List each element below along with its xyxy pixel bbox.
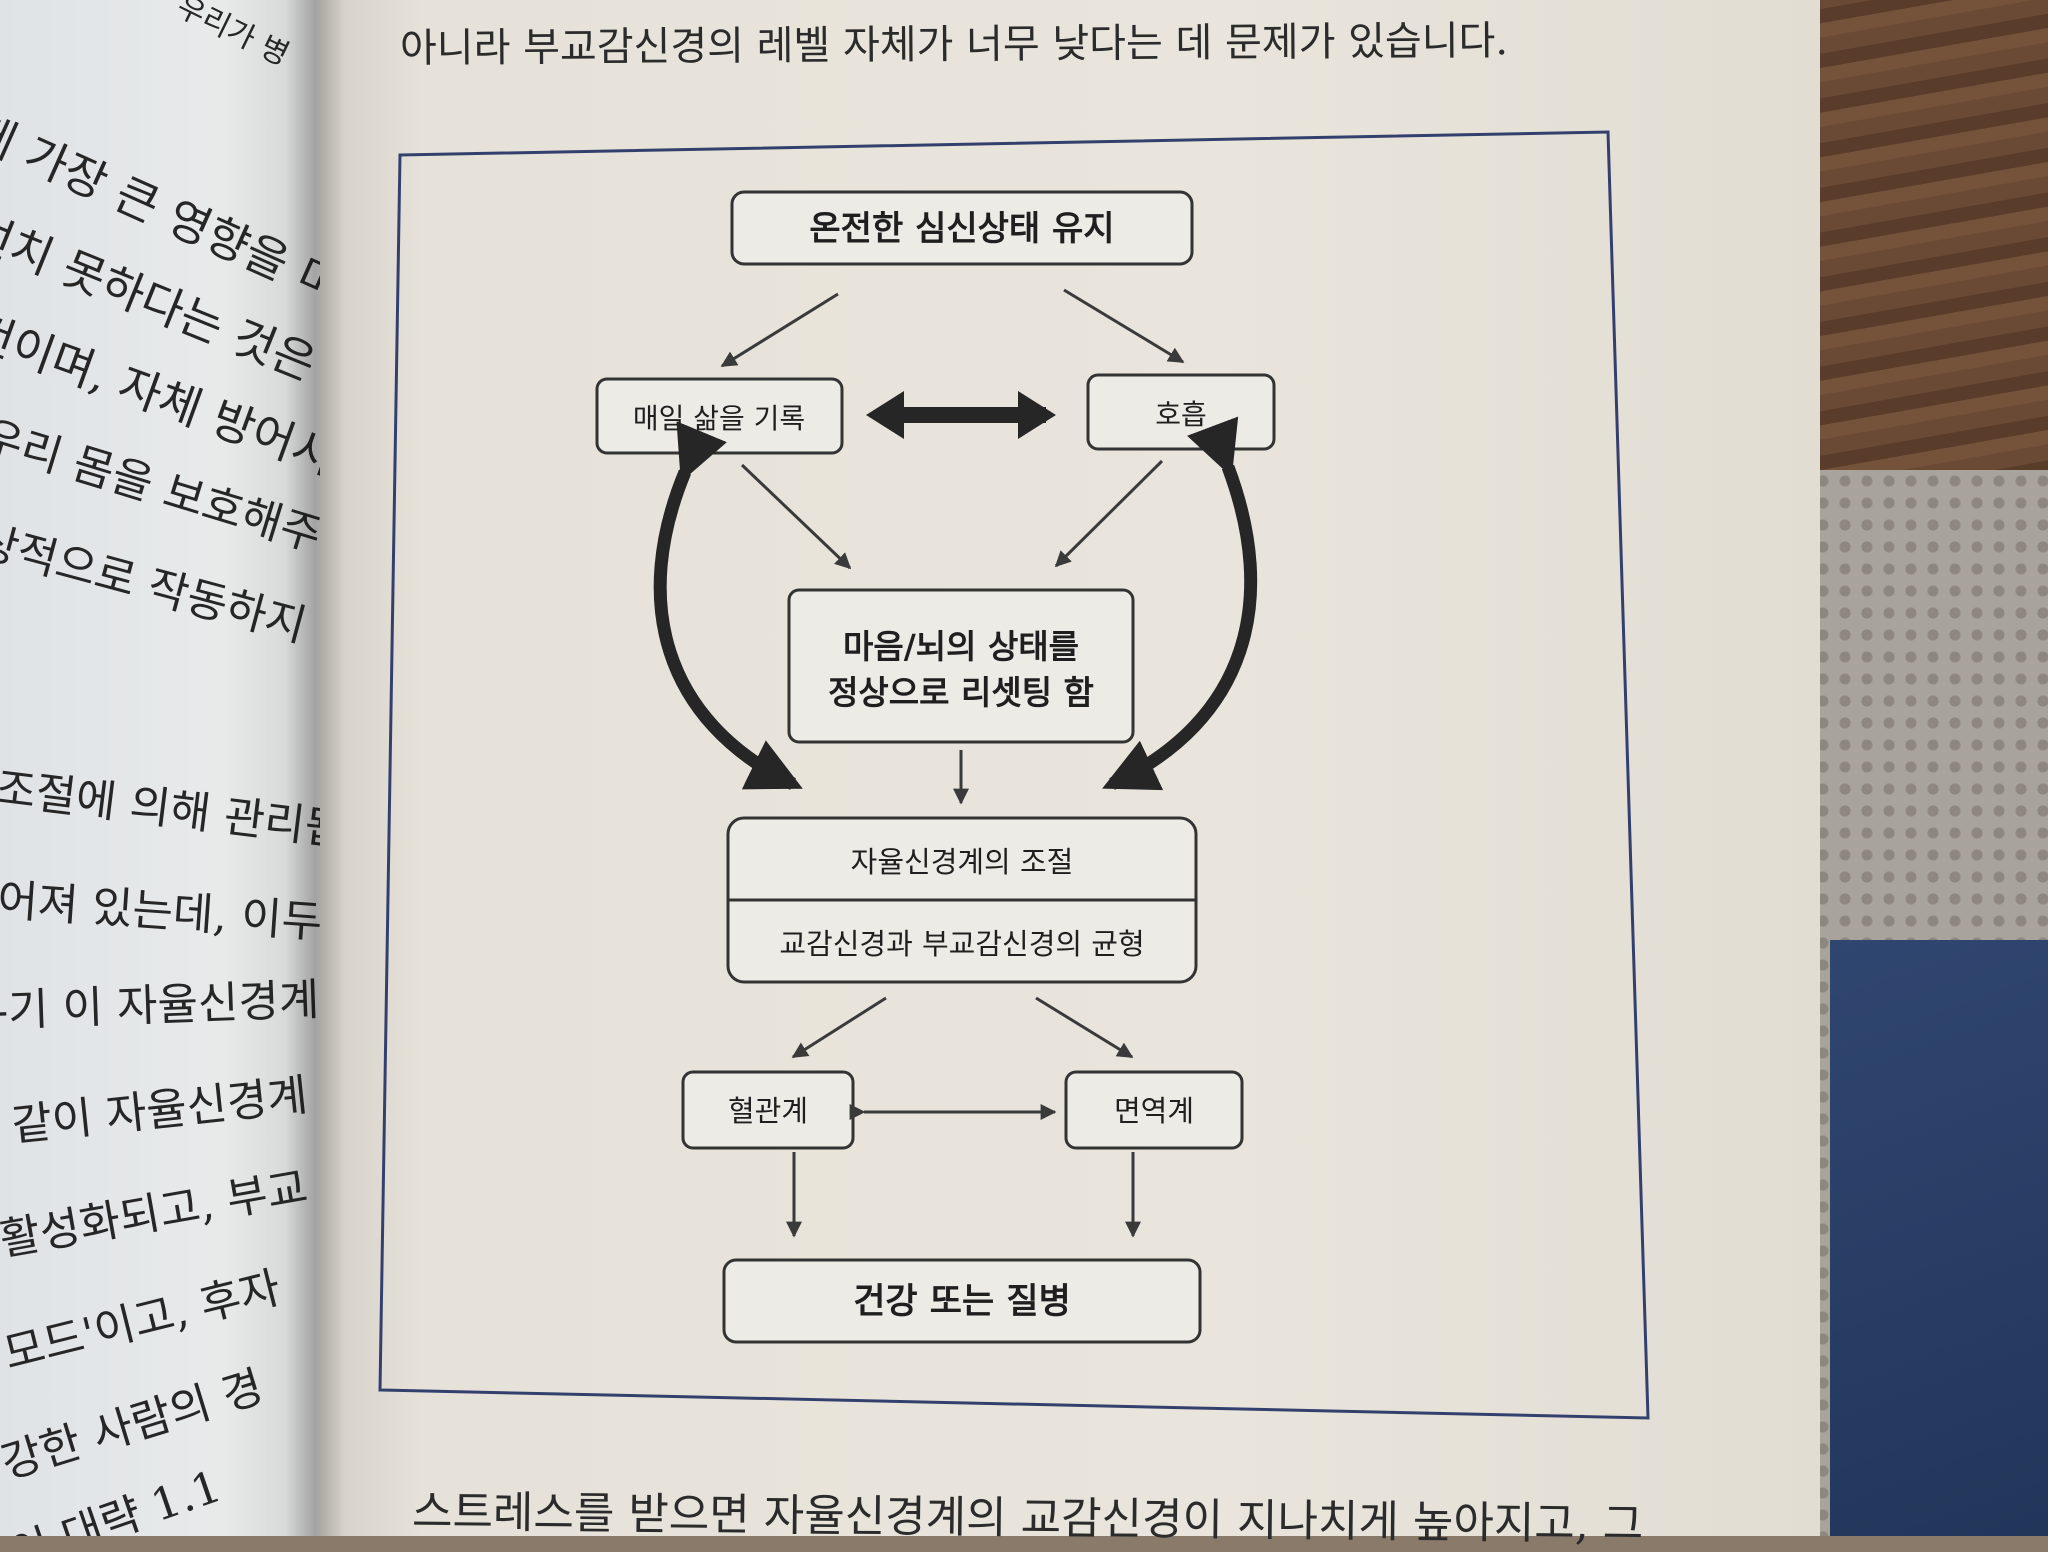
left-box: 매일 삶을 기록 xyxy=(595,377,844,455)
center-box: 마음/뇌의 상태를 정상으로 리셋팅 함 xyxy=(787,588,1135,744)
ans-box-top-label: 자율신경계의 조절 xyxy=(851,845,1074,879)
immune-box-label: 면역계 xyxy=(1114,1094,1194,1128)
bottom-box-label: 건강 또는 질병 xyxy=(853,1282,1071,1322)
page-bottom-text: 스트레스를 받으면 자율신경계의 교감신경이 지나치게 높아지고, 그 xyxy=(411,1486,1644,1551)
left-page-line: 우리가 병 xyxy=(171,0,295,74)
ans-box-bottom-label: 교감신경과 부교감신경의 균형 xyxy=(779,927,1144,961)
curved-arrow-left xyxy=(653,421,803,790)
right-box: 호흡 xyxy=(1086,373,1276,451)
left-page-line: -기 이 자율신경계 xyxy=(0,974,320,1037)
arrow-top-to-left xyxy=(720,292,839,368)
arrow-left-to-center xyxy=(740,463,852,570)
double-arrow-left-right xyxy=(866,391,1056,439)
cardio-box-label: 혈관계 xyxy=(728,1094,808,1128)
arrow-right-to-center xyxy=(1054,459,1164,568)
denim-background xyxy=(1830,940,2048,1536)
cardio-box: 혈관계 xyxy=(681,1070,855,1150)
center-box-line1: 마음/뇌의 상태를 xyxy=(843,627,1079,666)
left-page-line: 활성화되고, 부교 xyxy=(0,1161,312,1267)
left-book-page: 우리가 병 케 가장 큰 영향을 미치 선치 못하다는 것은 신 건이며, 자체… xyxy=(0,0,320,1536)
left-page-line: 조절에 의해 관리됩 xyxy=(0,762,320,857)
right-box-label: 호흡 xyxy=(1155,398,1207,431)
ans-box: 자율신경계의 조절 교감신경과 부교감신경의 균형 xyxy=(726,816,1198,984)
top-box: 온전한 심신상태 유지 xyxy=(730,190,1194,266)
book-gutter-shadow xyxy=(285,0,345,1536)
left-box-label: 매일 삶을 기록 xyxy=(633,402,805,435)
top-box-label: 온전한 심신상태 유지 xyxy=(809,209,1114,249)
wood-background xyxy=(1780,0,2048,500)
arrow-ans-to-cardio xyxy=(791,996,887,1059)
curved-arrow-right xyxy=(1102,416,1258,791)
bottom-box: 건강 또는 질병 xyxy=(722,1258,1202,1344)
left-page-line: 어져 있는데, 이두 xyxy=(0,874,320,949)
immune-box: 면역계 xyxy=(1064,1070,1244,1150)
arrow-ans-to-immune xyxy=(1035,996,1134,1059)
diagram-frame xyxy=(378,130,1650,1420)
left-page-line: 같이 자율신경계 xyxy=(9,1069,311,1152)
arrow-top-to-right xyxy=(1063,288,1185,364)
center-box-line2: 정상으로 리셋팅 함 xyxy=(828,673,1094,712)
